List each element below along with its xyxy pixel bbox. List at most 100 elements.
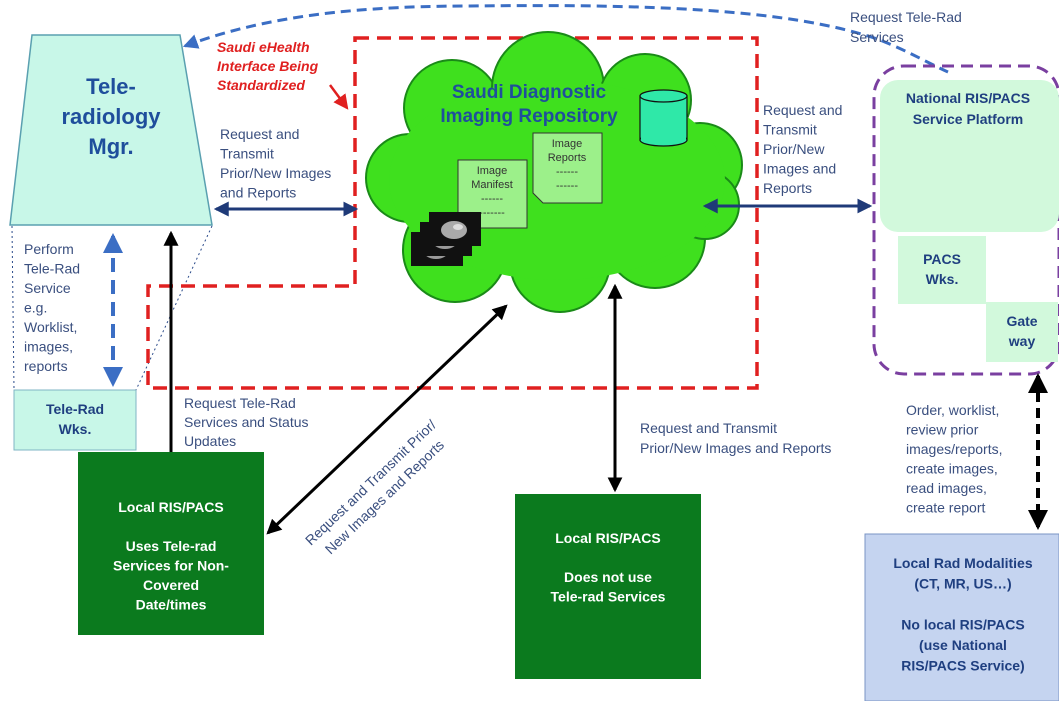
- text-line: Wks.: [926, 271, 959, 287]
- text-line: Prior/New Images and Reports: [640, 440, 831, 456]
- text-line: Does not use: [564, 569, 652, 585]
- database-icon: [639, 89, 688, 147]
- local-rad-modalities-box: [864, 533, 1059, 701]
- text-line: Reports: [763, 180, 812, 196]
- text-line: create report: [906, 500, 985, 516]
- text-line: Date/times: [136, 597, 207, 613]
- request-transmit-diagonal-arrow: [266, 304, 508, 535]
- text-line: Request and: [763, 102, 842, 118]
- text-line: Request Tele-Rad: [850, 9, 962, 25]
- text-line: Services and Status: [184, 414, 309, 430]
- text-line: Worklist,: [24, 319, 77, 335]
- text-line: way: [1008, 333, 1036, 349]
- tele-rad-wks-box: [13, 389, 137, 451]
- text-line: Saudi Diagnostic: [452, 82, 607, 103]
- text-line: PACS: [923, 251, 961, 267]
- text-line: Prior/New Images: [220, 165, 331, 181]
- text-line: ------: [481, 193, 503, 205]
- text-line: Uses Tele-rad: [126, 538, 217, 554]
- text-line: Prior/New: [763, 141, 825, 157]
- national-platform-dashed-border: [872, 64, 1059, 376]
- ehealth-interface-pointer: [328, 84, 349, 110]
- text-line: Image: [477, 165, 508, 177]
- text-line: Manifest: [471, 179, 513, 191]
- text-line: Images and: [763, 161, 836, 177]
- text-line: Tele-Rad: [46, 401, 104, 417]
- text-line: images/reports,: [906, 441, 1002, 457]
- text-line: Services for Non-: [113, 558, 229, 574]
- text-line: Covered: [143, 577, 199, 593]
- text-line: ------: [556, 166, 578, 178]
- text-line: No local RIS/PACS: [901, 617, 1024, 633]
- text-line: Saudi eHealth: [217, 39, 310, 55]
- text-line: radiology: [61, 104, 161, 129]
- gateway-label: Gate way: [1006, 313, 1037, 349]
- text-line: Interface Being: [217, 58, 319, 74]
- text-line: Order, worklist,: [906, 402, 999, 418]
- text-line: -------: [479, 207, 505, 219]
- text-line: read images,: [906, 480, 987, 496]
- pacs-wks-box: [898, 236, 986, 304]
- text-line: Request and Transmit: [640, 420, 777, 436]
- text-line: National RIS/PACS: [906, 90, 1030, 106]
- text-line: Reports: [548, 152, 587, 164]
- text-line: Updates: [184, 433, 236, 449]
- text-line: reports: [24, 358, 68, 374]
- text-line: e.g.: [24, 300, 47, 316]
- local-ris-nouse-box: [515, 494, 701, 679]
- request-transmit-diagonal-label: Request and Transmit Prior/New Images an…: [302, 416, 453, 562]
- text-line: Service: [24, 280, 71, 296]
- text-line: Local RIS/PACS: [555, 530, 661, 546]
- text-line: images,: [24, 339, 73, 355]
- text-line: Transmit: [763, 122, 817, 138]
- text-line: New Images and Reports: [322, 437, 447, 558]
- text-line: and Reports: [220, 185, 296, 201]
- text-line: Tele-rad Services: [551, 589, 666, 605]
- image-manifest-document: [457, 159, 528, 229]
- text-line: Wks.: [59, 421, 92, 437]
- text-line: Imaging Repository: [440, 106, 618, 127]
- image-reports-document: [532, 132, 603, 204]
- text-line: Service Platform: [913, 111, 1024, 127]
- text-line: Local Rad Modalities: [893, 555, 1032, 571]
- text-line: Local RIS/PACS: [118, 499, 224, 515]
- text-line: Image: [552, 138, 583, 150]
- tele-rad-wks-dotted-left: [11, 225, 15, 391]
- local-rad-modalities-label: Local Rad Modalities (CT, MR, US…) No loca…: [893, 555, 1032, 674]
- text-line: Request Tele-Rad: [184, 395, 296, 411]
- text-line: (CT, MR, US…): [914, 576, 1011, 592]
- text-line: Tele-: [86, 74, 136, 99]
- text-line: Request and: [220, 126, 299, 142]
- text-line: RIS/PACS Service): [901, 658, 1024, 674]
- text-line: Standardized: [217, 77, 305, 93]
- teleradiology-mgr-shape: [9, 34, 213, 226]
- text-line: Tele-Rad: [24, 261, 80, 277]
- national-platform-title: National RIS/PACS Service Platform: [906, 90, 1030, 127]
- text-line: Gate: [1006, 313, 1037, 329]
- pacs-wks-label: PACS Wks.: [923, 251, 961, 287]
- local-ris-uses-box: [78, 452, 264, 635]
- request-telerad-dashed-connector: [182, 4, 949, 74]
- gateway-box: [986, 302, 1058, 362]
- text-line: Transmit: [220, 146, 274, 162]
- text-line: (use National: [919, 637, 1007, 653]
- medical-image-thumbnails: [411, 212, 481, 266]
- ehealth-interface-dashed-border: [146, 36, 759, 390]
- text-line: create images,: [906, 461, 998, 477]
